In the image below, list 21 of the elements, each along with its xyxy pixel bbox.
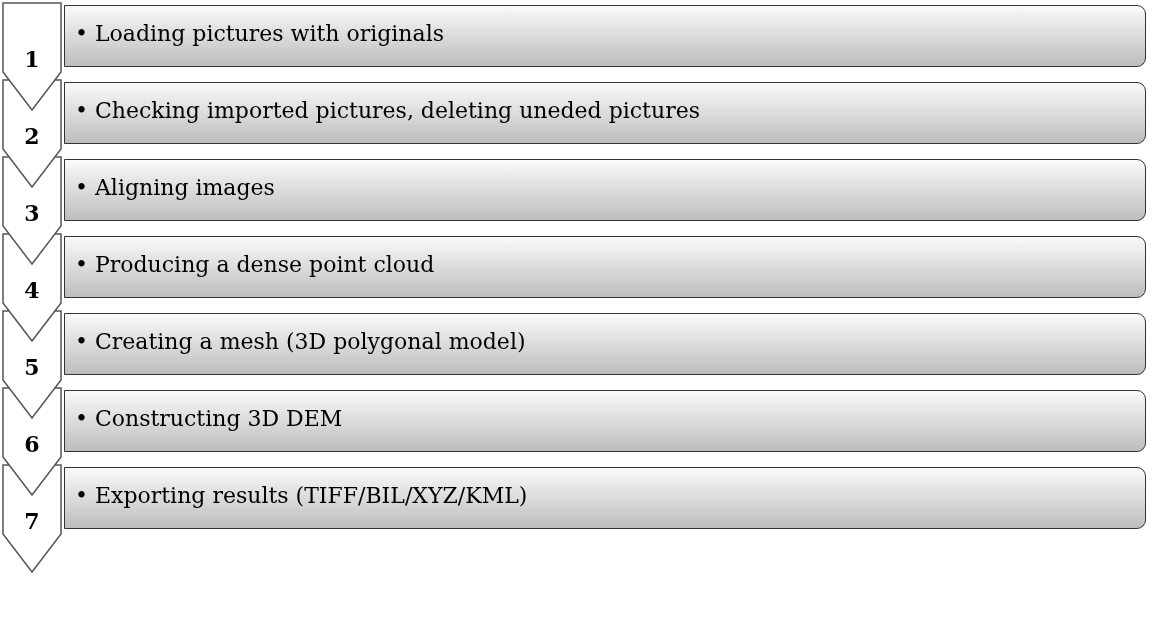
step-text: • Creating a mesh (3D polygonal model): [75, 329, 526, 354]
step-number: 5: [23, 354, 41, 380]
step-text: • Exporting results (TIFF/BIL/XYZ/KML): [75, 483, 528, 508]
step-number: 2: [23, 123, 41, 149]
step-number: 4: [23, 277, 41, 303]
step-number: 7: [23, 508, 41, 534]
step-box: [64, 5, 1146, 67]
step-number: 1: [23, 46, 41, 72]
step-text: • Producing a dense point cloud: [75, 252, 435, 277]
step-box: [64, 82, 1146, 144]
step-text: • Aligning images: [75, 175, 275, 200]
step-number: 6: [23, 431, 41, 457]
step-box: [64, 313, 1146, 375]
step-box: [64, 390, 1146, 452]
step-box: [64, 159, 1146, 221]
step-number: 3: [23, 200, 41, 226]
step-text: • Constructing 3D DEM: [75, 406, 343, 431]
step-box: [64, 467, 1146, 529]
step-text: • Loading pictures with originals: [75, 21, 444, 46]
step-text: • Checking imported pictures, deleting uneded pictures: [75, 98, 700, 123]
step-box: [64, 236, 1146, 298]
